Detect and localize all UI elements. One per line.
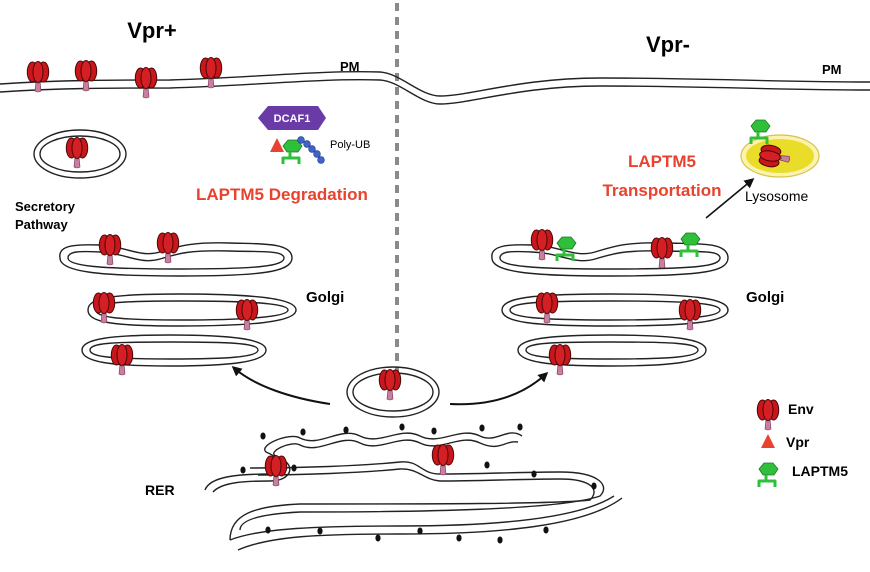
env-icon: [235, 299, 259, 331]
env-icon: [110, 344, 134, 376]
rer-label: RER: [145, 482, 175, 498]
env-icon: [756, 399, 780, 431]
arrow-to-golgi-right: [449, 371, 549, 406]
secretory-vesicle: [33, 129, 127, 179]
secretory-label-line2: Pathway: [15, 217, 69, 232]
rer-ribosomes: [240, 423, 597, 544]
laptm5-icon: [679, 231, 702, 259]
laptm5-degradation-label: LAPTM5 Degradation: [196, 185, 368, 204]
env-icon: [678, 299, 702, 331]
env-icon: [378, 369, 402, 401]
laptm5-icon: [757, 461, 780, 489]
pm-label-left: PM: [340, 59, 360, 74]
legend: Env Vpr LAPTM5: [756, 399, 848, 489]
legend-label-laptm5: LAPTM5: [792, 463, 848, 479]
env-icon: [650, 237, 674, 269]
env-icon: [92, 292, 116, 324]
legend-label-vpr: Vpr: [786, 434, 810, 450]
lysosome-label: Lysosome: [745, 188, 809, 204]
dcaf1-label: DCAF1: [274, 113, 311, 125]
transport-arrow: [705, 178, 755, 219]
arrow-to-golgi-left: [231, 366, 331, 405]
vpr-triangle-icon: [761, 434, 775, 448]
env-icon: [431, 444, 455, 476]
dcaf1-complex: DCAF1 Poly-UB: [258, 106, 370, 166]
env-icon: [98, 234, 122, 266]
vpr-plus-title: Vpr+: [127, 18, 177, 43]
env-icon: [74, 60, 98, 92]
env-icon: [134, 67, 158, 99]
dcaf1-icon: [258, 106, 326, 130]
vpr-triangle-icon: [270, 138, 284, 152]
pm-label-right: PM: [822, 62, 842, 77]
legend-label-env: Env: [788, 401, 814, 417]
poly-ub-label: Poly-UB: [330, 139, 370, 151]
laptm5-icon: [281, 138, 304, 166]
poly-ub-chain-icon: [297, 136, 325, 164]
env-icon: [199, 57, 223, 89]
plasma-membrane: [0, 70, 870, 105]
golgi-label-right: Golgi: [746, 289, 784, 306]
secretory-label-line1: Secretory: [15, 199, 76, 214]
env-icon: [548, 344, 572, 376]
laptm5-transportation-label-line1: LAPTM5: [628, 152, 696, 171]
env-icon: [530, 229, 554, 261]
laptm5-transportation-label-line2: Transportation: [602, 181, 721, 200]
env-icon: [65, 137, 89, 169]
golgi-label-left: Golgi: [306, 289, 344, 306]
env-icon: [26, 61, 50, 93]
vpr-minus-title: Vpr-: [646, 32, 690, 57]
